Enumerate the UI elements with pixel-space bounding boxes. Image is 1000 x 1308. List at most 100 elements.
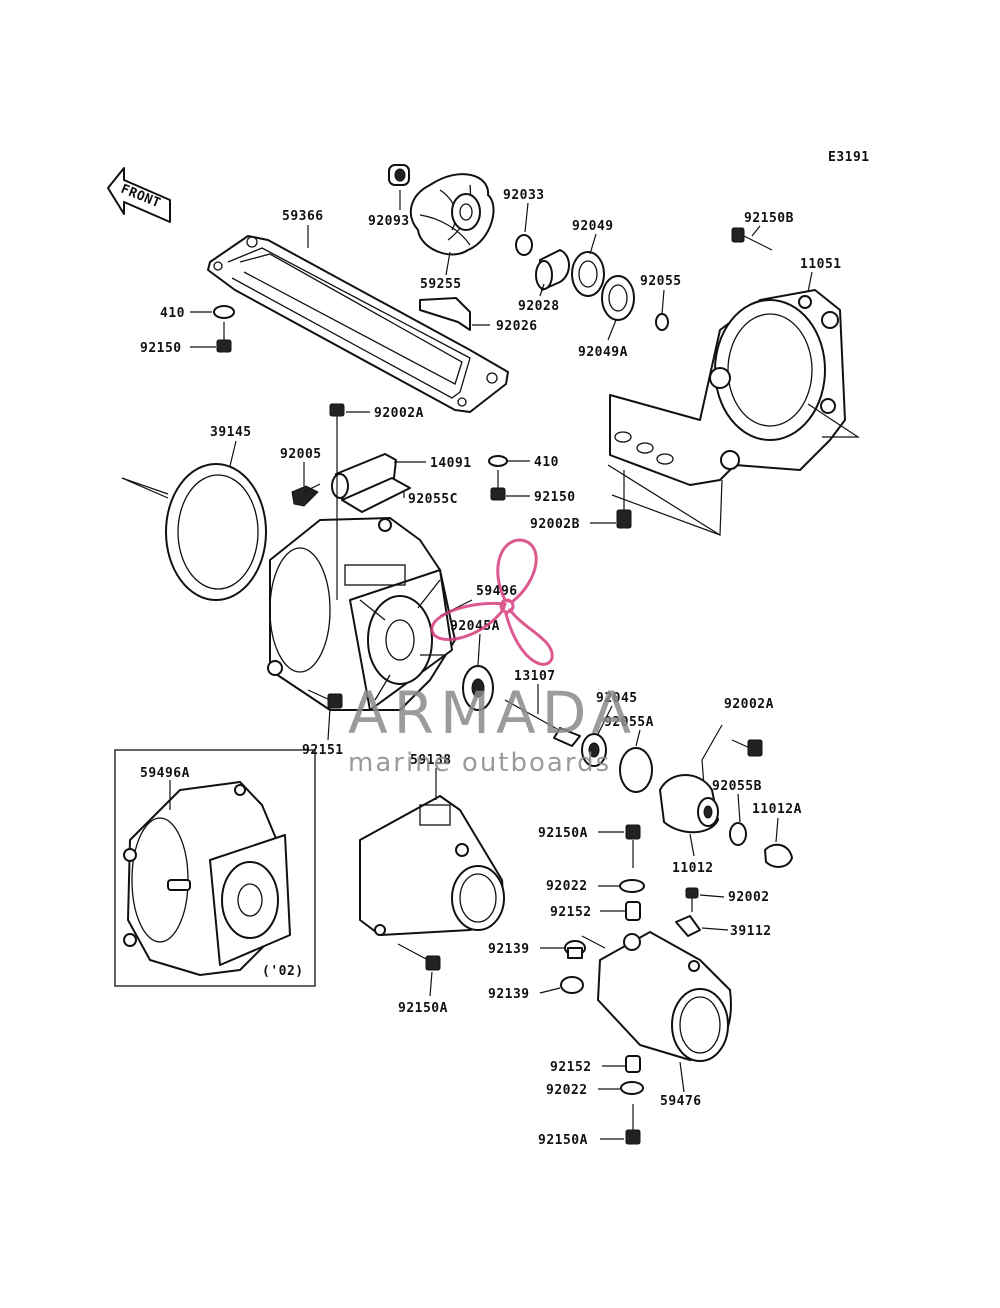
part-label: 92002A: [724, 697, 774, 712]
part-label: 92055: [640, 274, 682, 289]
part-label: 11051: [800, 257, 842, 272]
part-label: 92002: [728, 890, 770, 905]
watermark-tagline: marine outboards: [348, 748, 611, 778]
part-label: 59496: [476, 584, 518, 599]
front-arrow-icon: FRONT: [107, 167, 171, 223]
part-label: 11012A: [752, 802, 802, 817]
bolt-92002A-right: [731, 739, 763, 757]
impeller-59255: [409, 173, 495, 256]
part-label: 92150A: [538, 826, 588, 841]
cap-11012A: [764, 843, 793, 868]
part-label: 59255: [420, 277, 462, 292]
pump-case-59496A: [123, 781, 291, 976]
bolt-92002: [685, 887, 699, 912]
bushing-92139-lower: [560, 976, 584, 994]
part-label: 39112: [730, 924, 772, 939]
clip-39112: [675, 915, 701, 937]
part-label: 92152: [550, 1060, 592, 1075]
collar-92152-lower: [625, 1055, 641, 1073]
cap-11012: [659, 774, 719, 834]
bearing-92045A: [462, 665, 494, 711]
nozzle-59138: [359, 795, 505, 936]
part-label: 92152: [550, 905, 592, 920]
part-label: 92002A: [374, 406, 424, 421]
nipple-92005: [291, 483, 321, 507]
part-label: 59496A: [140, 766, 190, 781]
part-label: 92045: [596, 691, 638, 706]
washer-410-center: [488, 455, 508, 467]
part-label: 410: [160, 306, 185, 321]
bolt-92002A-top: [329, 403, 345, 436]
watermark-brand: ARMADA: [348, 679, 637, 747]
part-label: 92139: [488, 942, 530, 957]
part-label: 92093: [368, 214, 410, 229]
bolt-92150A-nozzle: [397, 943, 441, 971]
part-label: 92033: [503, 188, 545, 203]
part-label: 92055C: [408, 492, 458, 507]
bolt-92150-center: [490, 470, 506, 501]
diagram-code: E3191: [828, 150, 870, 165]
part-label: 92005: [280, 447, 322, 462]
oring-92055A: [619, 747, 653, 793]
bolt-92002B: [616, 470, 632, 529]
bearing-92045: [581, 733, 607, 767]
part-label: 92022: [546, 879, 588, 894]
seal-92049A: [601, 275, 635, 321]
inset-year-label: ('02): [262, 964, 304, 979]
part-label: 92028: [518, 299, 560, 314]
bolt-92150-left: [216, 322, 232, 353]
washer-92022-upper: [619, 879, 645, 893]
deflector-59476: [597, 931, 732, 1062]
collar-92028: [535, 249, 570, 291]
cover-14091: [331, 453, 411, 513]
collar-92152-upper: [625, 901, 641, 921]
part-label: 92055A: [604, 715, 654, 730]
circlip-92033: [515, 234, 533, 256]
part-label: 92045A: [450, 619, 500, 634]
part-label: 92055B: [712, 779, 762, 794]
part-label: 59476: [660, 1094, 702, 1109]
part-label: 92150B: [744, 211, 794, 226]
part-label: 92139: [488, 987, 530, 1002]
pump-case-59496: [267, 517, 456, 711]
oring-92055B: [729, 822, 747, 846]
part-label: 92049: [572, 219, 614, 234]
bushing-92139-upper: [564, 940, 586, 959]
ring-39145: [165, 463, 267, 601]
oring-92055: [655, 313, 669, 331]
washer-92022-lower: [620, 1081, 644, 1095]
part-label: 92049A: [578, 345, 628, 360]
bolt-92150A-upper: [625, 824, 641, 868]
part-label: 92150A: [538, 1133, 588, 1148]
seal-92049: [571, 251, 605, 297]
part-label: 410: [534, 455, 559, 470]
part-labels: 59366 92093 92033 92049 92150B 11051 592…: [140, 188, 842, 1148]
part-label: 59366: [282, 209, 324, 224]
part-label: 92151: [302, 743, 344, 758]
shaft-13107: [504, 699, 581, 747]
part-label: 13107: [514, 669, 556, 684]
part-label: 39145: [210, 425, 252, 440]
part-label: 92026: [496, 319, 538, 334]
washer-410-left: [213, 305, 235, 319]
part-label: 14091: [430, 456, 472, 471]
ride-plate-59366: [207, 235, 509, 413]
part-label: 11012: [672, 861, 714, 876]
bolt-92150A-lower: [625, 1104, 641, 1145]
part-label: 59138: [410, 753, 452, 768]
part-label: 92150: [140, 341, 182, 356]
housing-11051: [609, 289, 846, 486]
part-label: 92022: [546, 1083, 588, 1098]
propeller-logo-icon: [430, 538, 554, 666]
plate-92026: [419, 297, 471, 331]
armada-watermark: ARMADA marine outboards: [348, 538, 637, 778]
inset-box: [114, 749, 316, 987]
part-label: 92150: [534, 490, 576, 505]
bolt-92150B: [731, 227, 773, 251]
bolt-92151: [307, 689, 343, 709]
cap-92093: [388, 164, 410, 186]
part-label: 92002B: [530, 517, 580, 532]
leader-lines: [169, 190, 813, 1140]
part-label: 92150A: [398, 1001, 448, 1016]
